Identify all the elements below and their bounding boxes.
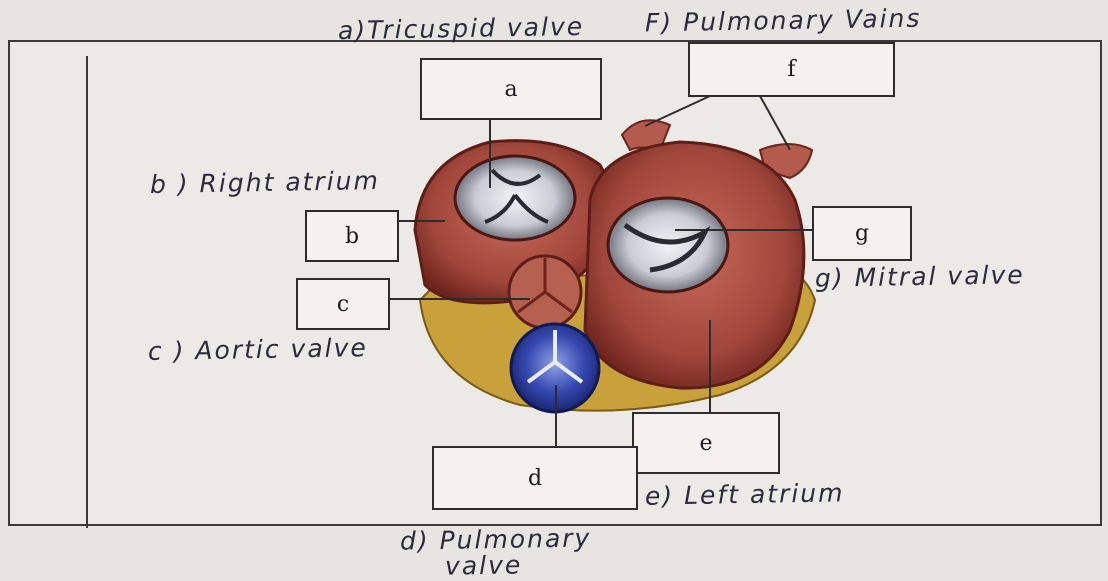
leader-f-right — [760, 96, 790, 150]
mitral-valve — [608, 198, 728, 292]
label-box-f: f — [688, 42, 895, 97]
handwritten-label-f: F) Pulmonary Vains — [645, 4, 922, 38]
handwritten-label-b: b ) Right atrium — [150, 166, 380, 199]
label-box-d: d — [432, 446, 638, 510]
handwritten-label-a: a)Tricuspid valve — [338, 12, 585, 45]
handwritten-label-c: c ) Aortic valve — [148, 333, 368, 366]
label-box-g: g — [812, 206, 912, 261]
label-box-c: c — [296, 278, 390, 330]
label-box-e: e — [632, 412, 780, 474]
handwritten-label-d-line2: valve — [445, 550, 523, 580]
handwritten-label-e: e) Left atrium — [645, 478, 845, 510]
label-box-a: a — [420, 58, 602, 120]
label-box-b: b — [305, 210, 399, 262]
leader-f-left — [645, 96, 710, 126]
handwritten-label-g: g) Mitral valve — [815, 260, 1025, 293]
